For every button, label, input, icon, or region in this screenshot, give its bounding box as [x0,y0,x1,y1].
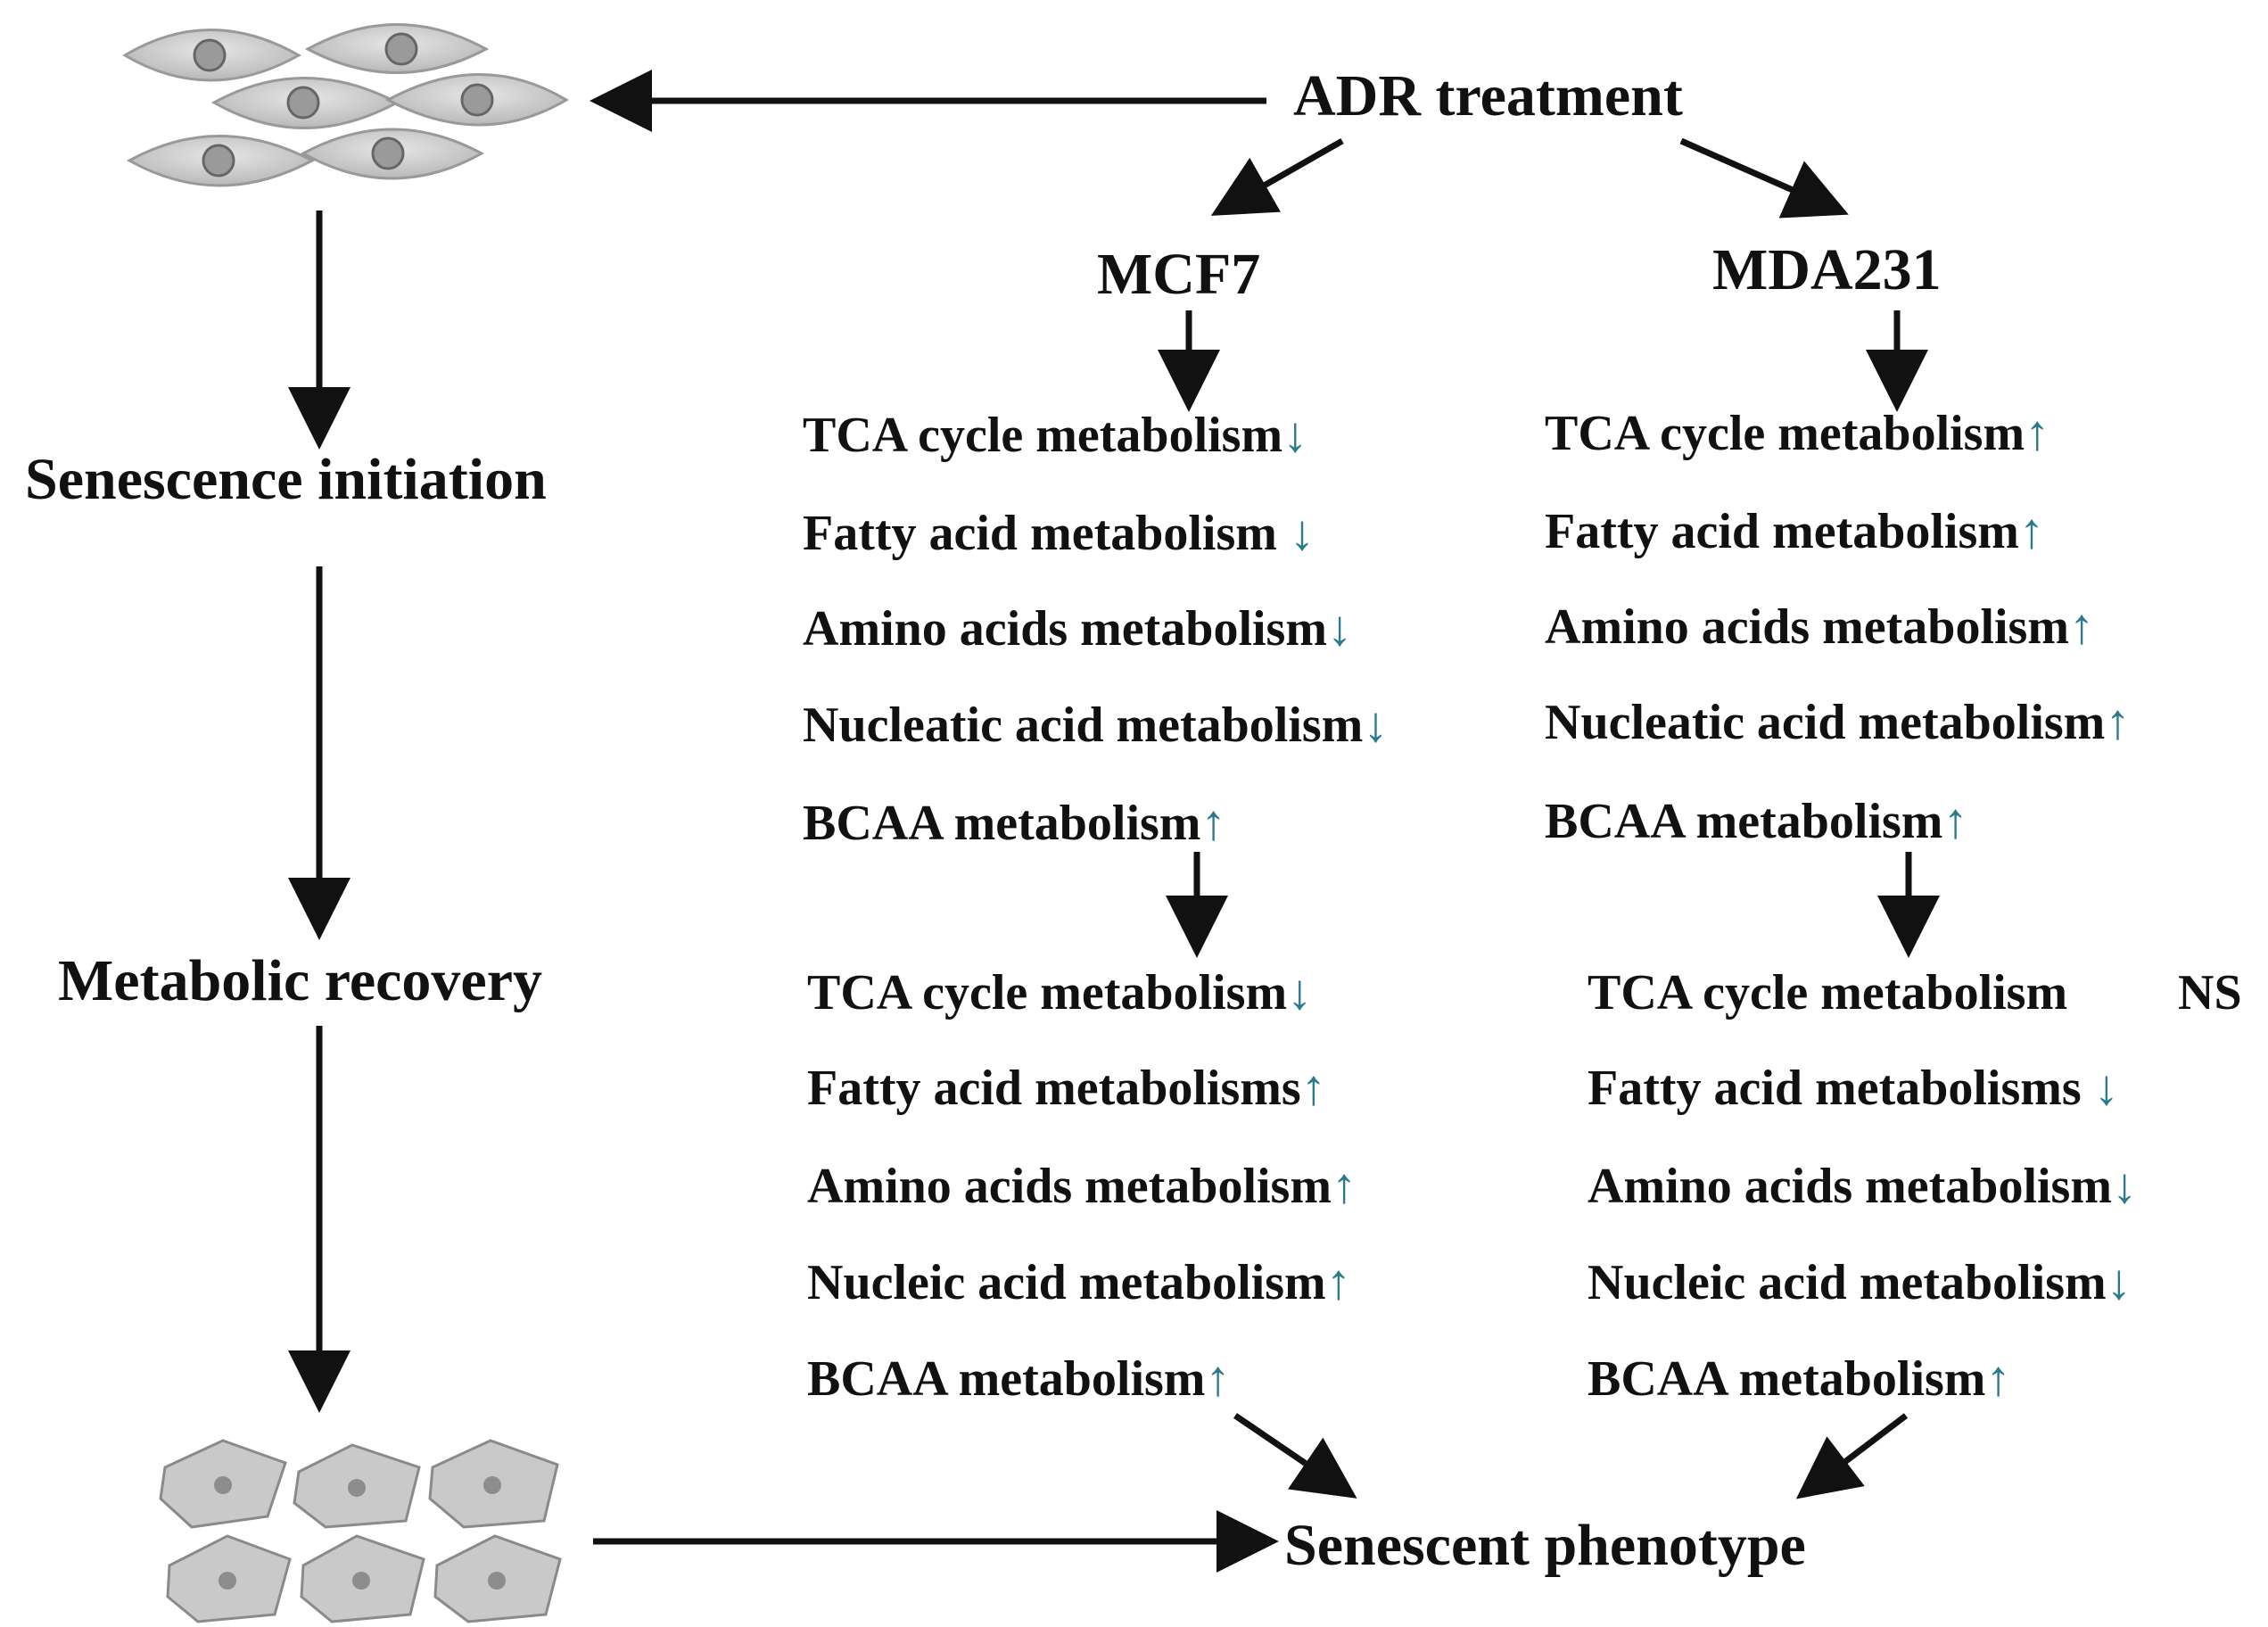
arrow-mcf7-to-phenotype [1233,1413,1357,1499]
arrow-mda231-to-phenotype [1795,1413,1909,1499]
change-indicator: ↓ [1289,506,1315,561]
mda231-recovery-ns-indicator: NS [2178,965,2242,1020]
arrow-treatment-to-mda231 [1679,137,1849,219]
change-indicator: ↑ [2069,599,2094,655]
mcf7-recovery-item: Amino acids metabolism↑ [807,1161,1357,1211]
cell-line-mda231-label: MDA231 [1712,237,1942,302]
change-indicator: ↑ [2105,695,2131,750]
pathway-name: Fatty acid metabolisms [1588,1061,2094,1116]
pathway-name: Fatty acid metabolism [803,506,1290,561]
pathway-name: BCAA metabolism [807,1351,1206,1407]
change-indicator: ↓ [1282,408,1308,463]
change-indicator: ↑ [2018,504,2044,559]
mcf7-initiation-item: Nucleatic acid metabolism↓ [803,700,1388,750]
mcf7-initiation-item: Fatty acid metabolism ↓ [803,508,1315,558]
spindle-cell [126,135,316,187]
change-indicator: ↓ [1327,601,1352,657]
mcf7-recovery-item: Fatty acid metabolisms↑ [807,1063,1326,1113]
pathway-name: Nucleic acid metabolism [807,1255,1326,1310]
pathway-name: Nucleic acid metabolism [1588,1255,2107,1310]
pathway-name: TCA cycle metabolism [807,965,1288,1020]
mcf7-initiation-item: BCAA metabolism↑ [803,798,1225,848]
spindle-cell [384,73,569,127]
cell-line-mcf7-label: MCF7 [1097,242,1261,307]
pathway-name: Fatty acid metabolism [1545,504,2019,559]
pathway-name: TCA cycle metabolism [1545,406,2025,461]
pathway-name: Amino acids metabolism [1588,1159,2112,1214]
spindle-cell [210,77,400,129]
flattened-cell [428,1439,559,1529]
change-indicator: ↓ [2112,1159,2137,1214]
mda231-recovery-item: Amino acids metabolism↓ [1588,1161,2137,1211]
pathway-name: TCA cycle metabolism [803,408,1283,463]
arrow-treatment-to-mcf7 [1210,137,1344,216]
change-indicator: ↑ [1300,1061,1326,1116]
flattened-cell [293,1443,421,1529]
mcf7-recovery-item: Nucleic acid metabolism↑ [807,1258,1351,1308]
mcf7-recovery-item: TCA cycle metabolism↓ [807,968,1312,1018]
treatment-label: ADR treatment [1293,63,1683,128]
mda231-recovery-item: Fatty acid metabolisms ↓ [1588,1063,2119,1113]
mda231-recovery-item: Nucleic acid metabolism↓ [1588,1258,2132,1308]
pathway-name: Nucleatic acid metabolism [803,698,1364,753]
change-indicator: ↑ [2025,406,2050,461]
change-indicator: ↑ [1942,794,1968,849]
spindle-cell [122,29,302,82]
senescent-cells-icon [159,1439,562,1623]
pathway-name: Amino acids metabolism [807,1159,1332,1214]
change-indicator: ↓ [2106,1255,2132,1310]
flattened-cell [159,1439,287,1529]
mda231-initiation-item: Amino acids metabolism↑ [1545,602,2094,652]
pathway-name: Nucleatic acid metabolism [1545,695,2106,750]
proliferating-cells-icon [122,23,569,187]
change-indicator: ↓ [1287,965,1313,1020]
flattened-cell [300,1534,425,1623]
pathway-name: BCAA metabolism [1588,1351,1986,1407]
pathway-name: BCAA metabolism [803,796,1201,851]
spindle-cell [300,128,485,180]
flattened-cell [433,1534,562,1623]
pathway-name: Amino acids metabolism [803,601,1327,657]
mda231-initiation-item: Fatty acid metabolism↑ [1545,507,2044,557]
mda231-recovery-item: BCAA metabolism↑ [1588,1354,2010,1404]
pathway-name: Fatty acid metabolisms [807,1061,1301,1116]
change-indicator: ↓ [2093,1061,2119,1116]
change-indicator: ↑ [1205,1351,1231,1407]
mcf7-initiation-item: Amino acids metabolism↓ [803,604,1352,654]
pathway-name: Amino acids metabolism [1545,599,2069,655]
change-indicator: ↑ [1325,1255,1351,1310]
change-indicator: ↑ [1985,1351,2011,1407]
change-indicator: ↓ [1363,698,1389,753]
mda231-initiation-item: TCA cycle metabolism↑ [1545,409,2049,458]
spindle-cell [304,23,490,74]
mcf7-recovery-item: BCAA metabolism↑ [807,1354,1230,1404]
stage-phenotype-label: Senescent phenotype [1284,1513,1806,1578]
change-indicator: ↑ [1332,1159,1357,1214]
pathway-name: TCA cycle metabolism [1588,965,2068,1020]
mda231-initiation-item: Nucleatic acid metabolism↑ [1545,698,2130,747]
change-indicator: ↑ [1200,796,1226,851]
stage-initiation-label: Senescence initiation [25,447,547,512]
stage-recovery-label: Metabolic recovery [58,948,543,1013]
mda231-recovery-item: TCA cycle metabolism [1588,968,2067,1018]
mcf7-initiation-item: TCA cycle metabolism↓ [803,410,1307,460]
mda231-initiation-item: BCAA metabolism↑ [1545,797,1967,847]
pathway-name: BCAA metabolism [1545,794,1943,849]
flattened-cell [166,1534,292,1623]
